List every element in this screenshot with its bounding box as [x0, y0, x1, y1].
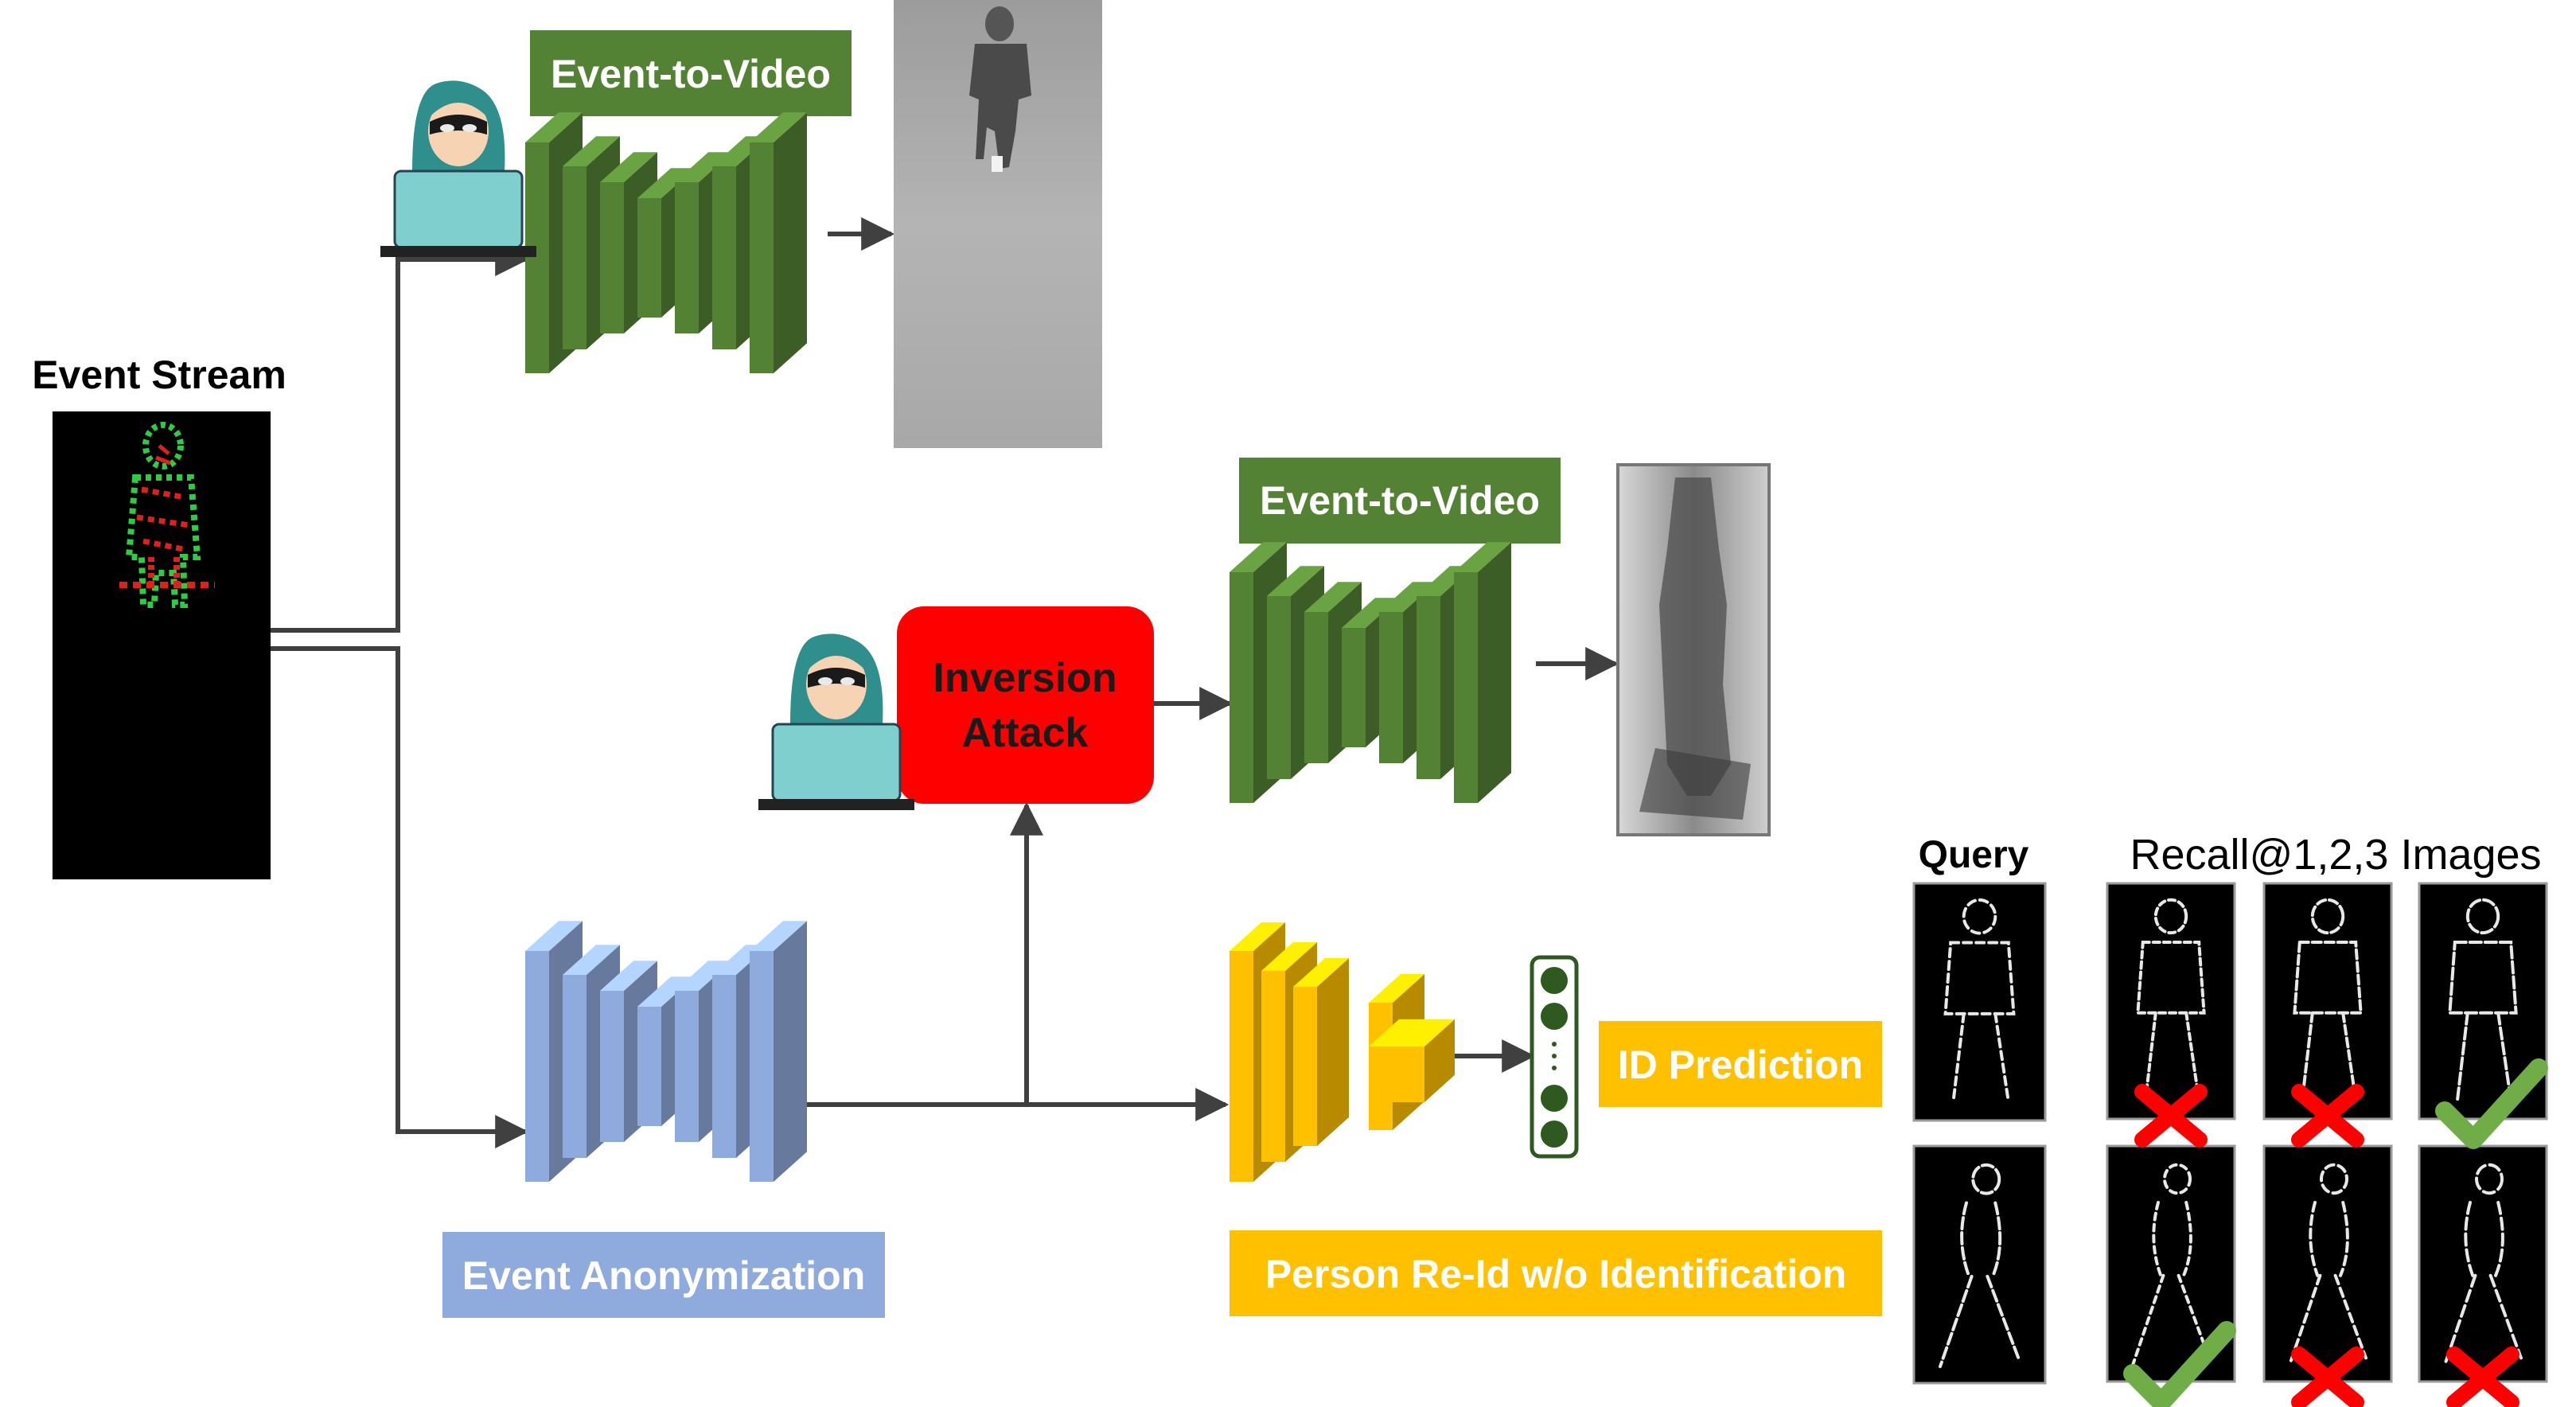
anonymization-network — [525, 921, 807, 1182]
event-anonymization-label-box — [442, 1232, 885, 1318]
event-points — [119, 422, 215, 608]
cross-icon — [2291, 1347, 2364, 1407]
e2v-top-network — [525, 112, 807, 373]
connectors — [271, 217, 1619, 1148]
query-label: Query — [1919, 834, 2029, 876]
cross-icon — [2446, 1347, 2519, 1407]
reconstruction-top-image — [894, 0, 1102, 448]
reconstruction-mid-image — [1616, 463, 1771, 836]
recall-label: Recall@1,2,3 Images — [2130, 831, 2541, 879]
id-prediction-label: ID Prediction — [1618, 1043, 1863, 1087]
inversion-attack-box — [897, 606, 1154, 804]
network-layer — [1369, 1019, 1455, 1102]
e2v-mid-network — [1230, 542, 1511, 803]
network-layer — [750, 921, 807, 1182]
query-image — [1912, 882, 2047, 1122]
e2v-top-label: Event-to-Video — [551, 52, 831, 96]
network-layer — [750, 112, 807, 373]
network-layer — [1454, 542, 1511, 803]
hacker-icon — [758, 633, 914, 810]
reid-network — [1230, 922, 1455, 1182]
event-stream-label: Event Stream — [32, 353, 286, 397]
hacker-icon — [380, 80, 536, 257]
gallery-image — [2418, 1144, 2548, 1383]
network-layer — [1293, 958, 1349, 1146]
inversion-attack-label-2: Attack — [962, 710, 1089, 756]
id-prediction-label-box — [1599, 1021, 1882, 1107]
e2v-mid-label: Event-to-Video — [1260, 478, 1540, 523]
person-reid-label: Person Re-Id w/o Identification — [1265, 1252, 1847, 1296]
check-icon — [2435, 1058, 2548, 1149]
query-image — [1912, 1144, 2047, 1385]
inversion-attack-label-1: Inversion — [933, 655, 1117, 701]
gallery-image — [2106, 882, 2236, 1121]
gallery-image — [2262, 882, 2393, 1121]
retrieval-grid — [1912, 882, 2548, 1407]
person-reid-label-box — [1230, 1230, 1882, 1316]
e2v-top-label-box — [530, 30, 852, 116]
cross-icon — [2134, 1084, 2208, 1148]
event-anonymization-label: Event Anonymization — [462, 1253, 866, 1298]
feature-vector — [1530, 955, 1579, 1159]
check-icon — [2123, 1321, 2236, 1407]
event-stream-image — [53, 411, 271, 879]
e2v-mid-label-box — [1239, 458, 1561, 544]
cross-icon — [2291, 1084, 2364, 1148]
gallery-image — [2262, 1144, 2393, 1383]
